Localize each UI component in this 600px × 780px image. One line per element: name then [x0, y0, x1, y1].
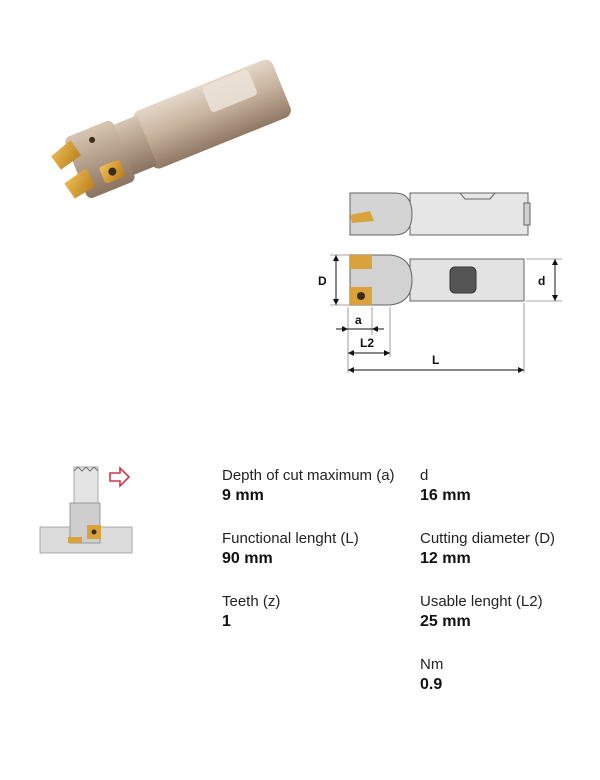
spec-functional-length-value: 90 mm — [222, 550, 273, 567]
dim-label-D: D — [318, 274, 327, 288]
spec-cutting-diameter-value: 12 mm — [420, 550, 471, 567]
dim-label-d: d — [538, 274, 545, 288]
spec-usable-length-value: 25 mm — [420, 613, 471, 630]
spec-shank-diameter-label: d — [420, 467, 429, 484]
spec-torque-value: 0.9 — [420, 676, 443, 693]
spec-cutting-diameter-label: Cutting diameter (D) — [420, 530, 556, 547]
tool-diagram-top — [349, 192, 531, 236]
spec-depth-label: Depth of cut maximum (a) — [222, 467, 395, 484]
dim-label-L: L — [432, 353, 439, 367]
spec-teeth-label: Teeth (z) — [222, 593, 281, 610]
tool-render-image — [51, 59, 291, 199]
dim-label-L2: L2 — [360, 336, 374, 350]
spec-functional-length-label: Functional lenght (L) — [222, 530, 359, 547]
spec-teeth-value: 1 — [222, 613, 231, 630]
spec-torque-label: Nm — [420, 656, 444, 673]
spec-shank-diameter-value: 16 mm — [420, 487, 471, 504]
tool-diagram-side: D d a L2 L — [318, 254, 562, 373]
dim-label-a: a — [355, 313, 362, 327]
spec-depth-value: 9 mm — [222, 487, 264, 504]
spec-usable-length-label: Usable lenght (L2) — [420, 593, 543, 610]
shoulder-milling-icon — [39, 466, 133, 554]
feed-direction-arrow-icon — [109, 466, 131, 488]
